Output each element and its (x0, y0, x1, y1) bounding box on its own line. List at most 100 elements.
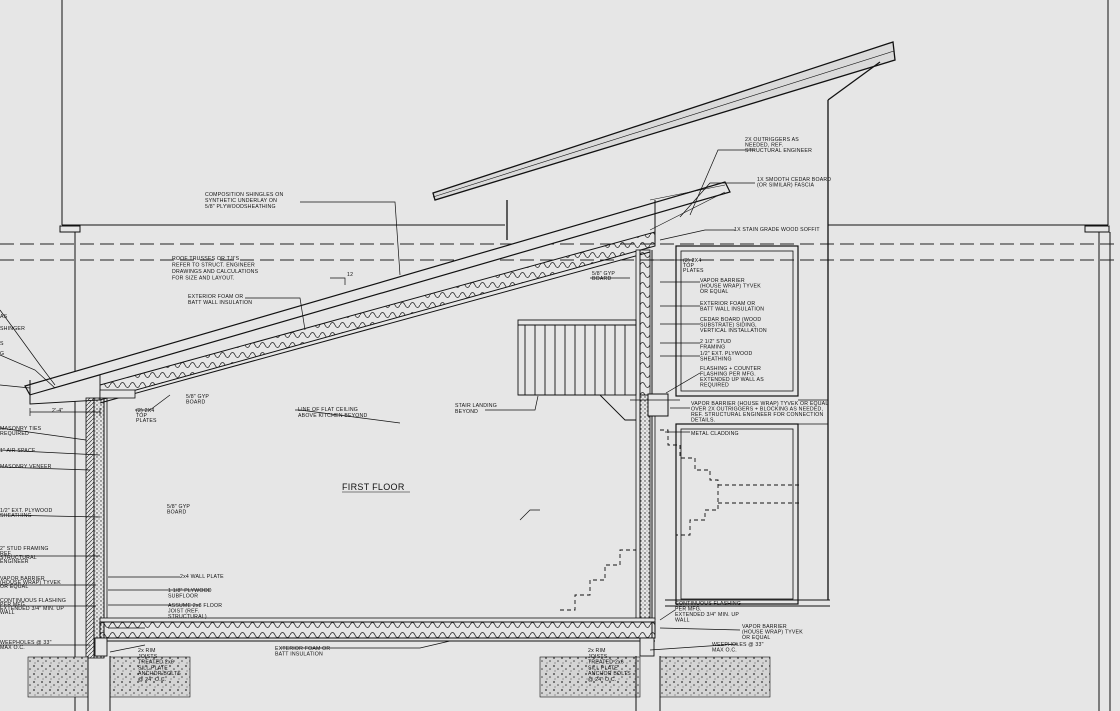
note-line: (HOUSE WRAP) TYVEK (0, 580, 61, 586)
note-line: STRUCTURAL) (168, 614, 207, 620)
note-line: EXTERIOR FOAM OR (275, 646, 330, 652)
note-line: BATT INSULATION (275, 652, 323, 658)
note-line: (OR SIMILAR) FASCIA (757, 183, 814, 189)
note-line: 5/8" GYP (167, 504, 190, 510)
note-line: DRAWINGS AND CALCULATIONS (172, 269, 259, 275)
floor-assembly (94, 617, 656, 657)
note-line: BOARD (592, 276, 612, 282)
note-line: (2) 2X4 (683, 258, 701, 264)
note-line: REF. (0, 551, 12, 557)
note-line: OR EQUAL (700, 289, 728, 295)
note-line: 2x RIM (138, 648, 156, 654)
note-line: ASSUME 2x8 FLOOR (168, 603, 222, 609)
note-line: ROOF TRUSSES OR TJI'S (172, 256, 240, 262)
left-exterior-wall (85, 389, 136, 659)
note-line: G (0, 351, 4, 357)
note-line: 1/2" EXT. PLYWOOD (700, 351, 752, 357)
note-line: ABOVE KITCHEN BEYOND (298, 413, 367, 419)
note-line: REQUIRED (0, 431, 29, 437)
note-line: 2x4 WALL PLATE (180, 574, 224, 580)
windows-beyond (665, 245, 830, 607)
stair-beyond (517, 319, 800, 611)
note-line: @ 24" O.C. (588, 677, 616, 683)
note-line: CONTINUOUS FLASHING (675, 601, 741, 607)
note-line: 2" STUD FRAMING (0, 546, 49, 552)
note-line: @ 24" O.C. (138, 677, 166, 683)
slope-value: 12 (347, 272, 353, 278)
note-soffit: 1X STAIN GRADE WOOD SOFFIT (734, 227, 820, 233)
main-roof-assembly (24, 181, 731, 405)
note-line: WALL (0, 610, 15, 616)
note-weepholes-right: WEEPHOLES @ 33"MAX O.C. (712, 642, 764, 654)
note-line: REQUIRED (700, 383, 729, 389)
note-line: SHINGER (0, 326, 25, 332)
note-line: EXTENDED 3/4" MIN. UP (675, 612, 739, 618)
note-line: BATT WALL INSULATION (188, 300, 252, 306)
note-line: EXTERIOR FOAM OR (700, 301, 755, 307)
note-line: STRUCTURAL ENGINEER (745, 148, 812, 154)
note-line: NEEDED, REF. (745, 143, 783, 149)
slope-marker (330, 277, 346, 285)
background-house-outline (59, 0, 1111, 711)
note-line: FOR SIZE AND LAYOUT. (172, 276, 235, 282)
right-wall (630, 249, 680, 655)
note-line: WEEPHOLES @ 33" (0, 640, 52, 646)
note-line: REF. STRUCTURAL ENGINEER FOR CONNECTION (691, 412, 823, 418)
note-ext-plywood: 1/2" EXT. PLYWOODSHEATHING (700, 351, 752, 363)
note-line: ENGINEER (0, 559, 29, 565)
note-line: 2x RIM (588, 648, 606, 654)
note-line: BOARD (167, 510, 187, 516)
note-line: SHEATHING (700, 357, 732, 363)
note-fascia: 1X SMOOTH CEDAR BOARD(OR SIMILAR) FASCIA (757, 177, 831, 189)
dimension-overhang (29, 408, 101, 416)
note-line: MAX O.C. (0, 645, 25, 651)
note-line: METAL CLADDING (691, 431, 739, 437)
note-line: SILL PLATE (138, 665, 168, 671)
note-line: JOISTS (138, 654, 158, 660)
note-line: 5/8" GYP (592, 271, 615, 277)
note-line: 1/2" EXT. PLYWOOD (0, 508, 52, 514)
note-line: WALL (675, 618, 690, 624)
note-line: PLATES (136, 418, 157, 424)
note-line: PLATES (683, 268, 704, 274)
dashed-reference-lines (0, 243, 1120, 261)
note-line: TREATED 2x6 (138, 660, 174, 666)
note-line: CEDAR BOARD (WOOD (700, 317, 761, 323)
note-line: S (0, 341, 4, 347)
note-line: SUBFLOOR (168, 594, 198, 600)
note-vapor-barrier-2: VAPOR BARRIER (HOUSE WRAP) TYVEK OR EQUA… (691, 401, 828, 424)
note-line: VAPOR BARRIER (742, 624, 787, 630)
note-line: TOP (136, 413, 148, 419)
note-line: EXTENDED UP WALL AS (700, 377, 764, 383)
note-line: TOP (683, 263, 695, 269)
note-line: ANCHOR BOLTS (138, 671, 181, 677)
note-line: MASONRY TIES (0, 426, 42, 432)
note-line: 2 1/2" STUD (700, 339, 731, 345)
note-line: 5/8" GYP (186, 394, 209, 400)
note-line: FRAMING (700, 345, 725, 351)
note-line: WEEPHOLES @ 33" (712, 642, 764, 648)
note-metal-cladding: METAL CLADDING (691, 431, 739, 437)
note-line: MASONRY VENEER (0, 464, 52, 470)
note-line: 1X SMOOTH CEDAR BOARD (757, 177, 831, 183)
overhang-dimension: 2'-4" (52, 408, 63, 414)
note-line: VAPOR BARRIER (0, 576, 45, 582)
note-line: JOIST (REF. (168, 609, 199, 615)
note-line: (2) 2X4 (136, 408, 154, 414)
note-line: PER MFG. (675, 607, 702, 613)
note-line: SYNTHETIC UNDERLAY ON (205, 198, 277, 204)
note-line: EXTENDED 3/4" MIN. UP (0, 606, 64, 612)
